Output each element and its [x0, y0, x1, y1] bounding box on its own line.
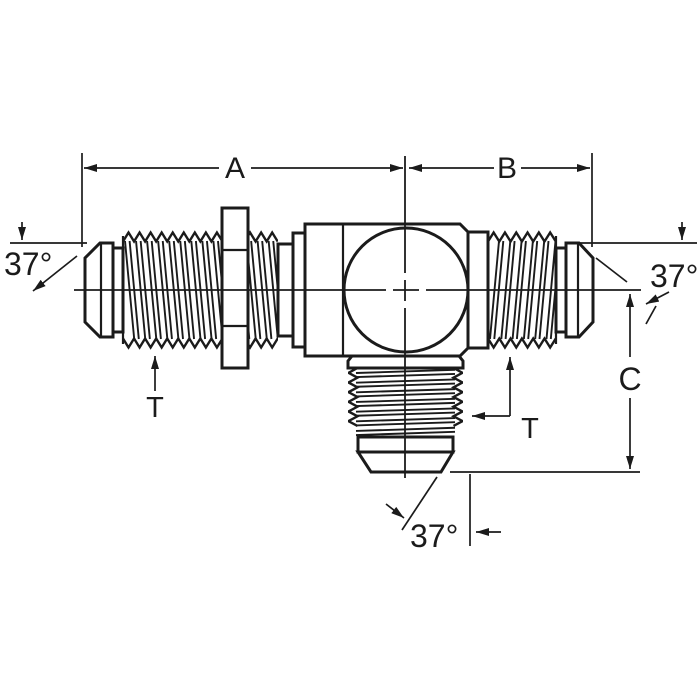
- tee-body: [303, 222, 470, 358]
- angle-right-label: 37°: [650, 258, 698, 294]
- angle-callout-bottom: 37°: [385, 476, 501, 554]
- dimension-b: B: [409, 152, 593, 247]
- angle-bottom-label: 37°: [410, 518, 458, 554]
- thread-callout-left: T: [146, 356, 164, 424]
- dim-a-label: A: [225, 152, 245, 185]
- dimension-a: A: [81, 152, 403, 247]
- right-flare-angle-line: [595, 257, 628, 283]
- bottom-flare-angle-line: [401, 476, 438, 531]
- left-arm: [83, 206, 307, 370]
- bulkhead-locknut: [220, 206, 250, 370]
- thread-left-label: T: [146, 392, 164, 424]
- right-angle-arrow-tail: [645, 305, 657, 325]
- thread-right-label: T: [521, 413, 539, 445]
- bottom-angle-leader-arrow: [385, 503, 405, 519]
- angle-left-label: 37°: [4, 246, 52, 282]
- left-flare-angle-line: [32, 255, 78, 292]
- angle-callout-right: 37°: [578, 222, 698, 325]
- dimension-c: C: [450, 294, 642, 546]
- dim-b-label: B: [497, 152, 517, 185]
- dim-c-label: C: [618, 361, 641, 397]
- fitting-outline: [83, 206, 595, 474]
- centerlines: [74, 156, 641, 478]
- right-angle-arrow: [645, 291, 670, 305]
- angle-callout-left: 37°: [4, 222, 87, 292]
- thread-callout-right: T: [472, 357, 539, 445]
